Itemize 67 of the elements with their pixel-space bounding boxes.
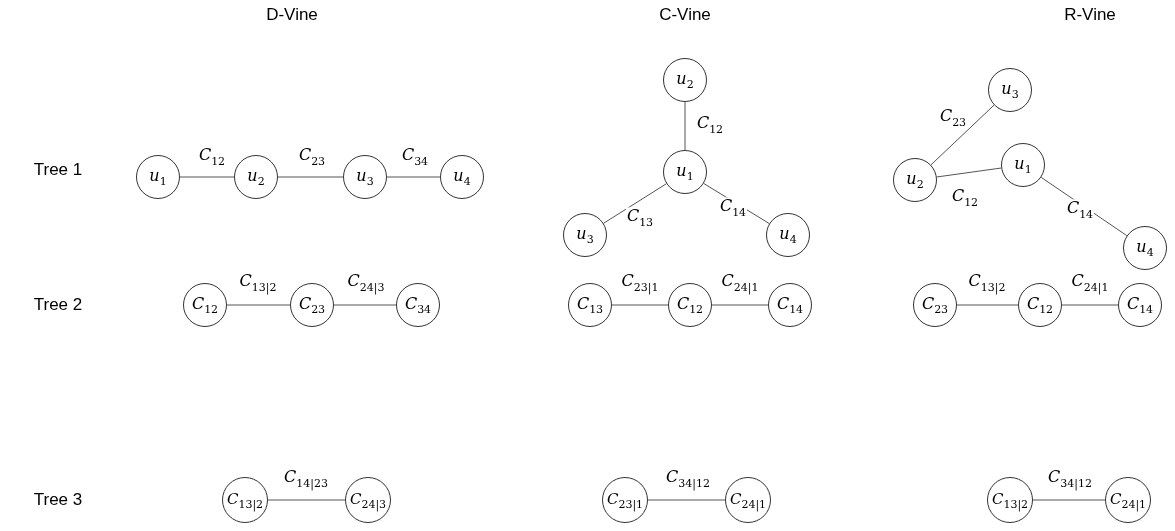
- column-heading: C-Vine: [659, 5, 711, 25]
- edge-label: C$_{24|3}$: [346, 272, 386, 294]
- variable-circle: u$_{3}$: [563, 213, 607, 257]
- edge-label: C$_{23}$: [938, 107, 968, 129]
- variable-circle: u$_{3}$: [988, 68, 1032, 112]
- column-heading: D-Vine: [266, 5, 318, 25]
- row-label: Tree 1: [33, 160, 83, 180]
- variable-circle: u$_{1}$: [1001, 143, 1045, 187]
- variable-circle: C$_{14}$: [768, 283, 812, 327]
- edge-label: C$_{34|12}$: [665, 468, 711, 490]
- edge-label: C$_{14|23}$: [283, 468, 329, 490]
- connector-line: [333, 304, 397, 306]
- connector-line: [684, 101, 686, 151]
- connector-line: [930, 104, 995, 166]
- variable-circle: C$_{13|2}$: [222, 477, 268, 523]
- edge-label: C$_{34}$: [400, 146, 430, 168]
- edge-label: C$_{14}$: [1065, 199, 1095, 221]
- row-label: Tree 3: [33, 490, 83, 510]
- variable-circle: u$_{2}$: [893, 158, 937, 202]
- variable-circle: C$_{24|1}$: [1105, 477, 1151, 523]
- variable-circle: C$_{12}$: [1018, 283, 1062, 327]
- variable-circle: C$_{23|1}$: [602, 477, 648, 523]
- connector-line: [386, 176, 441, 178]
- variable-circle: C$_{14}$: [1118, 283, 1162, 327]
- edge-label: C$_{12}$: [695, 114, 725, 136]
- variable-circle: C$_{24|1}$: [725, 477, 771, 523]
- edge-label: C$_{23}$: [297, 146, 327, 168]
- connector-line: [711, 304, 769, 306]
- connector-line: [647, 499, 726, 501]
- edge-label: C$_{14}$: [718, 197, 748, 219]
- edge-label: C$_{23|1}$: [620, 272, 660, 294]
- variable-circle: u$_{2}$: [663, 58, 707, 102]
- edge-label: C$_{13}$: [625, 207, 655, 229]
- variable-circle: u$_{3}$: [343, 155, 387, 199]
- edge-label: C$_{13|2}$: [967, 272, 1007, 294]
- connector-line: [603, 183, 667, 224]
- variable-circle: u$_{1}$: [663, 150, 707, 194]
- edge-label: C$_{34|12}$: [1047, 468, 1093, 490]
- variable-circle: C$_{12}$: [183, 283, 227, 327]
- connector-line: [226, 304, 291, 306]
- variable-circle: u$_{4}$: [440, 155, 484, 199]
- connector-line: [1032, 499, 1106, 501]
- variable-circle: C$_{23}$: [913, 283, 957, 327]
- connector-line: [277, 176, 344, 178]
- edge-label: C$_{24|1}$: [720, 272, 760, 294]
- variable-circle: C$_{12}$: [668, 283, 712, 327]
- variable-circle: C$_{24|3}$: [345, 477, 391, 523]
- edge-label: C$_{12}$: [197, 146, 227, 168]
- connector-line: [956, 304, 1019, 306]
- edge-label: C$_{12}$: [950, 187, 980, 209]
- variable-circle: u$_{4}$: [766, 213, 810, 257]
- edge-label: C$_{24|1}$: [1070, 272, 1110, 294]
- variable-circle: C$_{34}$: [396, 283, 440, 327]
- connector-line: [179, 176, 235, 178]
- connector-line: [936, 167, 1002, 178]
- row-label: Tree 2: [33, 295, 83, 315]
- edge-label: C$_{13|2}$: [238, 272, 278, 294]
- variable-circle: C$_{13}$: [568, 283, 612, 327]
- variable-circle: u$_{2}$: [234, 155, 278, 199]
- variable-circle: C$_{13|2}$: [987, 477, 1033, 523]
- connector-line: [267, 499, 346, 501]
- variable-circle: u$_{4}$: [1123, 226, 1167, 270]
- variable-circle: u$_{1}$: [136, 155, 180, 199]
- variable-circle: C$_{23}$: [290, 283, 334, 327]
- connector-line: [1061, 304, 1119, 306]
- connector-line: [611, 304, 669, 306]
- column-heading: R-Vine: [1064, 5, 1116, 25]
